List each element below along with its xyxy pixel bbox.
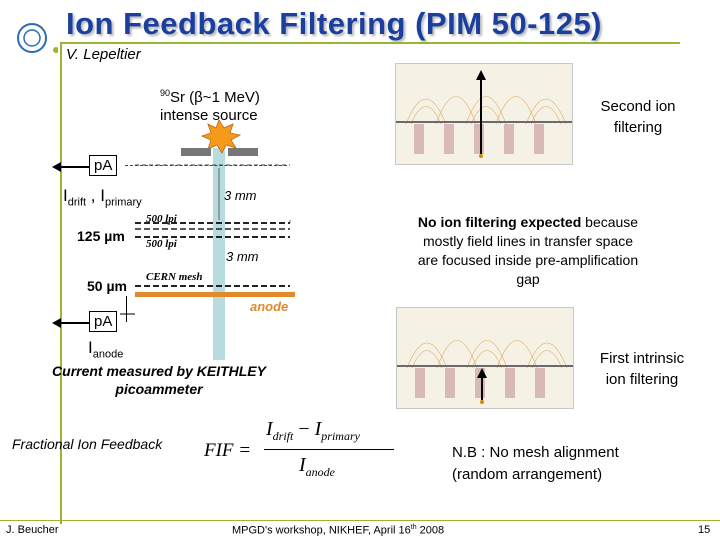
left-rule	[60, 42, 62, 524]
thickness-125: 125 µm	[77, 228, 125, 244]
anode-label: anode	[250, 299, 289, 314]
pa-bottom-lead	[126, 296, 127, 322]
title-underline	[60, 42, 680, 44]
anode-plate	[135, 292, 295, 297]
fif-formula: FIF = Idrift − Iprimary Ianode	[204, 418, 404, 484]
no-filtering-explanation: No ion filtering expected because mostly…	[417, 214, 639, 287]
slide-title: Ion Feedback Filtering (PIM 50-125)	[66, 6, 603, 41]
footer-event: MPGD's workshop, NIKHEF, April 16th 2008	[232, 524, 445, 537]
pa-meter-bottom: pA	[89, 311, 118, 332]
footer-rule	[0, 520, 720, 521]
pa-top-arrow	[52, 162, 92, 172]
simulation-map-top	[395, 63, 573, 165]
source-line2: intense source	[160, 107, 258, 124]
pa-meter-top: pA	[89, 155, 118, 176]
first-filtering-label: First intrinsic ion filtering	[599, 350, 685, 388]
nb-note: N.B : No mesh alignment (random arrangem…	[452, 444, 619, 483]
beam-column	[213, 148, 225, 360]
pa-bottom-arrow	[52, 318, 92, 328]
fif-label: Fractional Ion Feedback	[12, 436, 163, 452]
three-mm-mid: 3 mm	[226, 249, 259, 264]
collimator-left	[181, 148, 211, 156]
source-line1: Sr (β~1 MeV)	[170, 89, 260, 106]
current-drift-primary: Idrift , Iprimary	[63, 186, 142, 209]
footer-author: J. Beucher	[6, 524, 59, 536]
page-number: 15	[698, 524, 711, 536]
source-starburst	[200, 120, 242, 154]
three-mm-top: 3 mm	[224, 188, 257, 203]
thickness-50: 50 µm	[87, 278, 127, 294]
pa-top-lead	[125, 165, 287, 166]
simulation-map-bottom	[396, 307, 574, 409]
isotope-number: 90	[160, 88, 171, 98]
cern-mesh-label: CERN mesh	[146, 271, 203, 283]
lpi-top: 500 lpi	[146, 213, 177, 225]
subatech-logo	[6, 8, 59, 60]
author: V. Lepeltier	[66, 46, 141, 63]
source-label: 90Sr (β~1 MeV) intense source	[160, 84, 260, 125]
second-filtering-label: Second ion filtering	[600, 98, 676, 136]
collimator-right	[228, 148, 258, 156]
measurement-caption: Current measured by KEITHLEY picoammeter	[52, 363, 266, 397]
detector-schematic	[120, 120, 295, 360]
lpi-mid: 500 lpi	[146, 238, 177, 250]
current-anode: Ianode	[88, 338, 124, 361]
